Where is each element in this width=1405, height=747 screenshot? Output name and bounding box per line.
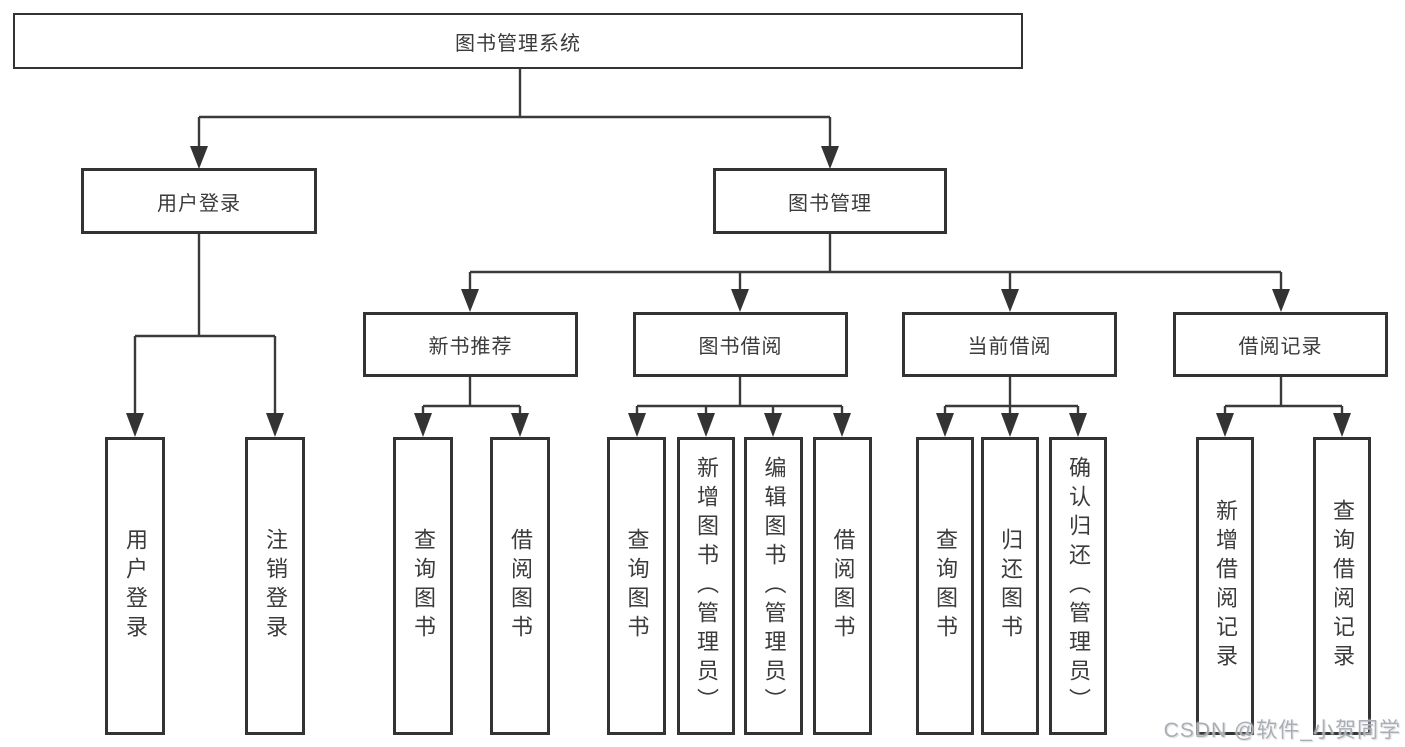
node-leaf-confirm-return-admin: 确认归还（管理员） xyxy=(1049,437,1107,735)
arrow-down-icon xyxy=(628,413,646,437)
arrow-down-icon xyxy=(266,413,284,437)
node-book-management: 图书管理 xyxy=(713,168,947,234)
node-leaf-add-borrow-record: 新增借阅记录 xyxy=(1196,437,1254,735)
node-borrow-records: 借阅记录 xyxy=(1173,312,1388,377)
node-leaf-edit-books-admin: 编辑图书（管理员） xyxy=(744,437,803,735)
arrow-down-icon xyxy=(511,413,529,437)
node-leaf-add-books-admin: 新增图书（管理员） xyxy=(677,437,735,735)
node-new-book-recommend: 新书推荐 xyxy=(363,312,578,377)
arrow-down-icon xyxy=(1001,289,1019,312)
node-book-borrow: 图书借阅 xyxy=(633,312,848,377)
node-leaf-borrow-books: 借阅图书 xyxy=(490,437,550,735)
arrow-down-icon xyxy=(126,413,144,437)
arrow-down-icon xyxy=(461,289,479,312)
arrow-down-icon xyxy=(821,146,839,169)
arrow-down-icon xyxy=(1272,289,1290,312)
arrow-down-icon xyxy=(1001,413,1019,437)
arrow-down-icon xyxy=(697,413,715,437)
arrow-down-icon xyxy=(190,146,208,169)
node-leaf-query-books: 查询图书 xyxy=(607,437,666,735)
node-leaf-logout: 注销登录 xyxy=(245,437,305,735)
arrow-down-icon xyxy=(833,413,851,437)
arrow-down-icon xyxy=(731,289,749,312)
node-leaf-user-login: 用户登录 xyxy=(105,437,165,735)
arrow-down-icon xyxy=(936,413,954,437)
arrow-down-icon xyxy=(764,413,782,437)
node-leaf-return-books: 归还图书 xyxy=(981,437,1039,735)
arrow-down-icon xyxy=(1216,413,1234,437)
arrow-down-icon xyxy=(1069,413,1087,437)
node-user-login: 用户登录 xyxy=(81,168,317,234)
node-leaf-borrow-books: 借阅图书 xyxy=(813,437,872,735)
node-leaf-query-borrow-record: 查询借阅记录 xyxy=(1313,437,1371,735)
arrow-down-icon xyxy=(414,413,432,437)
node-leaf-query-books: 查询图书 xyxy=(916,437,974,735)
node-current-borrow: 当前借阅 xyxy=(902,312,1117,377)
arrow-down-icon xyxy=(1333,413,1351,437)
node-leaf-query-books: 查询图书 xyxy=(393,437,453,735)
watermark: CSDN @软件_小贺同学 xyxy=(1163,719,1401,742)
node-library-management-system: 图书管理系统 xyxy=(13,13,1023,69)
